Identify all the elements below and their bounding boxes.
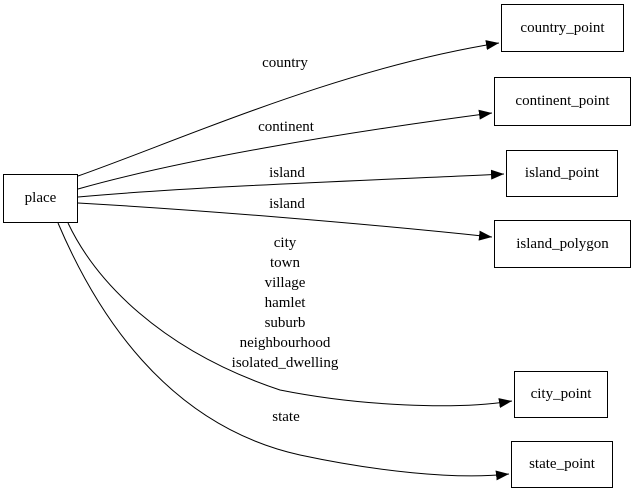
edge-place-to-state-point <box>57 222 510 481</box>
node-continent-point: continent_point <box>494 77 631 126</box>
node-place: place <box>3 174 78 223</box>
edge-label-place-to-island-polygon: island <box>269 196 305 212</box>
edge-label-place-to-city-point: city town village hamlet suburb neighbou… <box>231 235 339 371</box>
edge-place-to-island-polygon <box>77 202 493 241</box>
edge-place-to-country-point <box>77 40 500 177</box>
edge-place-to-city-point <box>67 222 513 408</box>
node-country-point: country_point <box>501 4 624 52</box>
edge-label-place-to-country-point: country <box>262 55 308 71</box>
edge-label-place-to-island-point: island <box>269 165 305 181</box>
edge-place-to-continent-point <box>77 109 493 190</box>
edge-place-to-island-point <box>77 169 505 198</box>
node-state-point: state_point <box>511 441 613 488</box>
node-city-point: city_point <box>514 371 608 418</box>
edge-label-place-to-continent-point: continent <box>258 119 314 135</box>
node-island-point: island_point <box>506 150 618 197</box>
node-island-polygon: island_polygon <box>494 220 631 268</box>
edge-label-place-to-state-point: state <box>272 409 300 425</box>
